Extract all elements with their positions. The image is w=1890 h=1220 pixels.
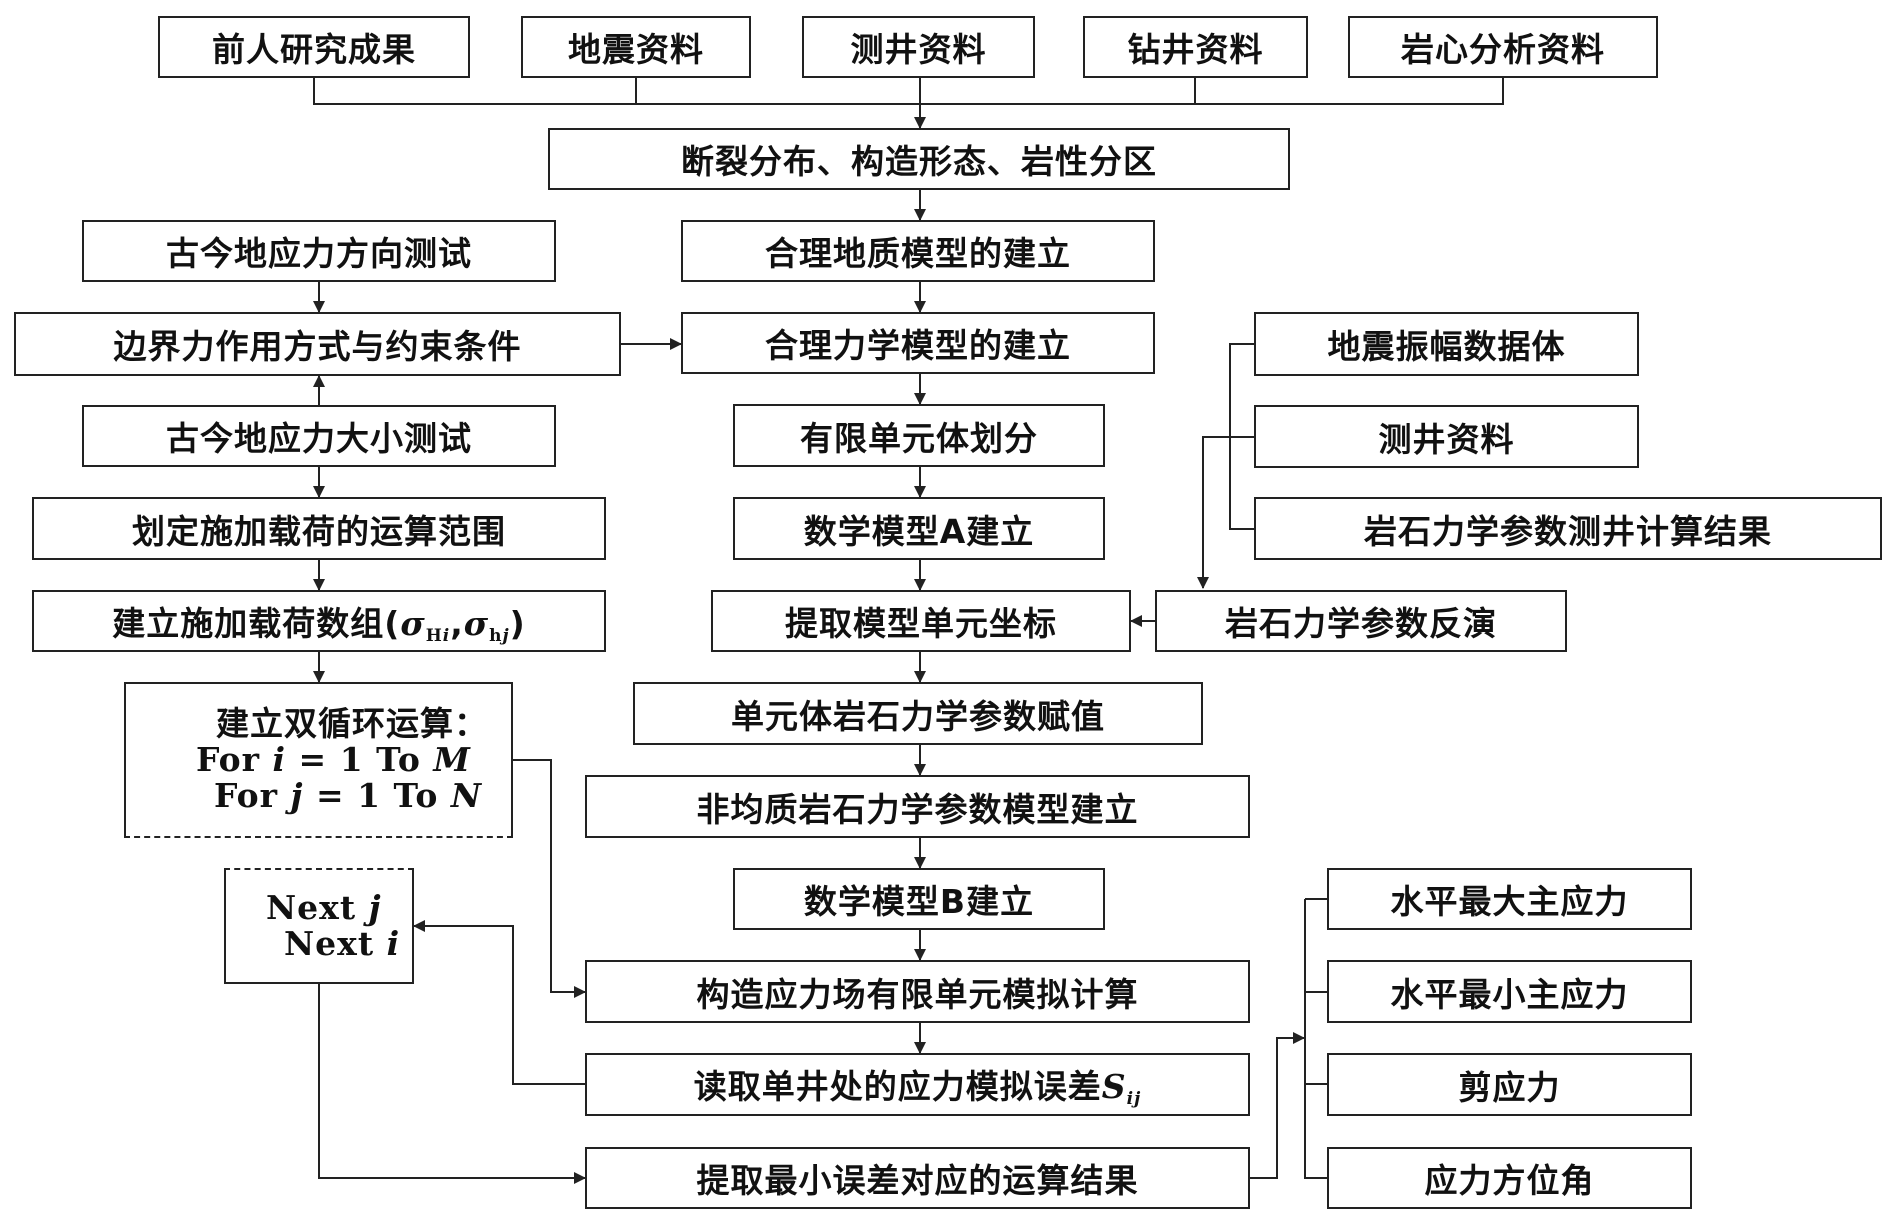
node-stress-magnitude-test-label: 古今地应力大小测试 bbox=[166, 419, 472, 458]
node-logging-data-2-label: 测井资料 bbox=[1378, 419, 1515, 459]
loop-for-j: For j = 1 To N bbox=[214, 778, 482, 814]
node-hetero-model: 非均质岩石力学参数模型建立 bbox=[585, 775, 1250, 838]
node-sh-min-label: 水平最小主应力 bbox=[1390, 974, 1629, 1014]
node-extract-min-error: 提取最小误差对应的运算结果 bbox=[585, 1147, 1250, 1209]
next-i-prefix: Next bbox=[284, 924, 387, 963]
node-math-model-a: 数学模型A建立 bbox=[733, 497, 1105, 560]
node-stress-azimuth-label: 应力方位角 bbox=[1424, 1161, 1595, 1200]
node-math-model-b-label: 数学模型B建立 bbox=[803, 882, 1035, 921]
node-drilling-data-label: 钻井资料 bbox=[1127, 30, 1264, 69]
node-next-loop: Next j Next i bbox=[224, 868, 414, 984]
node-stress-direction-test-label: 古今地应力方向测试 bbox=[166, 234, 472, 273]
load-array-sigma-h: σ bbox=[400, 603, 426, 643]
node-rock-param-logging: 岩石力学参数测井计算结果 bbox=[1254, 497, 1882, 560]
loop-for-i-prefix: For bbox=[196, 740, 273, 779]
load-array-sub-j: j bbox=[502, 625, 510, 646]
node-fe-simulation-label: 构造应力场有限单元模拟计算 bbox=[696, 974, 1139, 1014]
node-seismic-amplitude-label: 地震振幅数据体 bbox=[1327, 327, 1566, 366]
loop-title: 建立双循环运算： bbox=[216, 704, 488, 743]
loop-for-j-end: N bbox=[450, 776, 482, 815]
load-array-sub-h2: h bbox=[489, 625, 503, 646]
node-stress-direction-test: 古今地应力方向测试 bbox=[82, 220, 556, 282]
node-prior-research-label: 前人研究成果 bbox=[212, 30, 416, 69]
next-j-prefix: Next bbox=[266, 888, 369, 927]
loop-for-j-var: j bbox=[290, 776, 304, 815]
node-seismic-amplitude: 地震振幅数据体 bbox=[1254, 312, 1639, 376]
node-boundary-conditions: 边界力作用方式与约束条件 bbox=[14, 312, 621, 376]
node-logging-data-2: 测井资料 bbox=[1254, 405, 1639, 468]
node-drilling-data: 钻井资料 bbox=[1083, 16, 1308, 78]
node-shear-stress: 剪应力 bbox=[1327, 1053, 1692, 1116]
node-core-analysis-label: 岩心分析资料 bbox=[1401, 30, 1605, 69]
node-extract-min-error-label: 提取最小误差对应的运算结果 bbox=[696, 1161, 1139, 1200]
node-logging-data: 测井资料 bbox=[802, 16, 1035, 78]
next-j-var: j bbox=[368, 888, 382, 927]
node-rock-param-inversion: 岩石力学参数反演 bbox=[1155, 590, 1567, 652]
arrow-read-error-to-next bbox=[413, 920, 585, 1085]
load-array-sub-h: H bbox=[425, 625, 443, 646]
loop-for-i-mid: = 1 To bbox=[286, 740, 434, 779]
node-extract-coords: 提取模型单元坐标 bbox=[711, 590, 1131, 652]
arrow-loop-to-fe-simulation bbox=[513, 759, 586, 998]
node-read-error-label: 读取单井处的应力模拟误差Sij bbox=[694, 1060, 1141, 1109]
load-array-suffix: ) bbox=[509, 603, 526, 643]
node-mech-model: 合理力学模型的建立 bbox=[681, 312, 1155, 374]
node-rock-param-logging-label: 岩石力学参数测井计算结果 bbox=[1364, 511, 1772, 551]
node-math-model-b: 数学模型B建立 bbox=[733, 868, 1105, 930]
node-mech-model-label: 合理力学模型的建立 bbox=[765, 326, 1071, 365]
node-prior-research: 前人研究成果 bbox=[158, 16, 470, 78]
node-logging-data-label: 测井资料 bbox=[850, 30, 987, 69]
read-error-var: S bbox=[1101, 1067, 1127, 1106]
next-i-var: i bbox=[386, 924, 401, 963]
loop-for-i-end: M bbox=[433, 740, 471, 779]
arrow-next-to-extract-min bbox=[318, 984, 586, 1184]
node-fault-structure-label: 断裂分布、构造形态、岩性分区 bbox=[681, 142, 1157, 181]
loop-for-j-prefix: For bbox=[214, 776, 291, 815]
node-fe-division-label: 有限单元体划分 bbox=[800, 418, 1038, 458]
node-sh-min: 水平最小主应力 bbox=[1327, 960, 1692, 1023]
node-assign-params: 单元体岩石力学参数赋值 bbox=[633, 682, 1203, 745]
connector-sources-bus bbox=[313, 78, 1504, 105]
node-fe-division: 有限单元体划分 bbox=[733, 404, 1105, 467]
node-extract-coords-label: 提取模型单元坐标 bbox=[785, 604, 1057, 643]
load-array-sub-i: i bbox=[442, 625, 451, 646]
node-shear-stress-label: 剪应力 bbox=[1458, 1067, 1561, 1107]
node-read-error: 读取单井处的应力模拟误差Sij bbox=[585, 1053, 1250, 1116]
load-array-sigma-hj: σ bbox=[463, 603, 490, 643]
node-seismic-data-label: 地震资料 bbox=[568, 30, 704, 69]
loop-for-i: For i = 1 To M bbox=[196, 742, 471, 778]
load-array-comma: , bbox=[450, 603, 464, 643]
loop-for-i-var: i bbox=[272, 740, 287, 779]
node-rock-param-inversion-label: 岩石力学参数反演 bbox=[1225, 604, 1497, 643]
node-sh-max: 水平最大主应力 bbox=[1327, 868, 1692, 930]
node-assign-params-label: 单元体岩石力学参数赋值 bbox=[731, 696, 1105, 736]
node-load-array: 建立施加载荷数组(σHi,σhj) bbox=[32, 590, 606, 652]
node-hetero-model-label: 非均质岩石力学参数模型建立 bbox=[696, 789, 1139, 829]
node-math-model-a-label: 数学模型A建立 bbox=[803, 511, 1035, 551]
node-double-loop: 建立双循环运算： For i = 1 To M For j = 1 To N bbox=[124, 682, 513, 838]
node-stress-azimuth: 应力方位角 bbox=[1327, 1147, 1692, 1209]
connector-output-bracket bbox=[1304, 899, 1327, 1179]
node-fe-simulation: 构造应力场有限单元模拟计算 bbox=[585, 960, 1250, 1023]
node-geo-model: 合理地质模型的建立 bbox=[681, 220, 1155, 282]
read-error-sub: ij bbox=[1126, 1089, 1142, 1109]
arrow-extract-min-to-outputs bbox=[1250, 1032, 1305, 1179]
node-load-array-label: 建立施加载荷数组(σHi,σhj) bbox=[112, 597, 525, 646]
arrow-inputs-to-inversion bbox=[1197, 436, 1230, 589]
node-geo-model-label: 合理地质模型的建立 bbox=[765, 234, 1071, 273]
node-load-range-label: 划定施加载荷的运算范围 bbox=[132, 511, 506, 551]
node-fault-structure: 断裂分布、构造形态、岩性分区 bbox=[548, 128, 1290, 190]
loop-for-j-mid: = 1 To bbox=[303, 776, 451, 815]
load-array-prefix: 建立施加载荷数组( bbox=[112, 603, 401, 643]
next-i: Next i bbox=[284, 926, 400, 962]
node-sh-max-label: 水平最大主应力 bbox=[1390, 882, 1629, 921]
node-seismic-data: 地震资料 bbox=[521, 16, 751, 78]
node-core-analysis: 岩心分析资料 bbox=[1348, 16, 1658, 78]
node-load-range: 划定施加载荷的运算范围 bbox=[32, 497, 606, 560]
read-error-prefix: 读取单井处的应力模拟误差 bbox=[693, 1067, 1102, 1106]
node-stress-magnitude-test: 古今地应力大小测试 bbox=[82, 405, 556, 467]
node-boundary-conditions-label: 边界力作用方式与约束条件 bbox=[113, 327, 522, 366]
next-j: Next j bbox=[266, 890, 382, 926]
